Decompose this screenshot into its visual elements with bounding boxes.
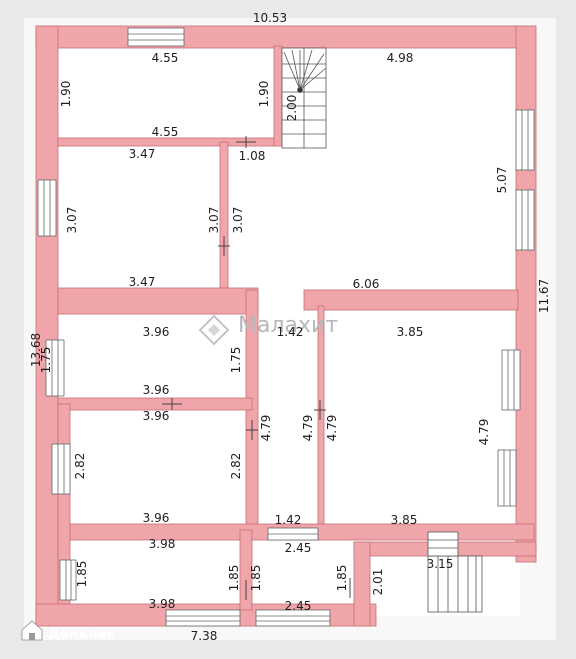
- window-top: [127, 27, 185, 47]
- dim-room7-top: 2.45: [285, 541, 312, 555]
- dim-room4-right: 2.82: [229, 453, 243, 480]
- windows: [37, 27, 535, 627]
- wall-outer-right: [515, 25, 537, 563]
- watermark-text: Малахит: [238, 313, 338, 338]
- dim-room7-right: 1.85: [335, 565, 349, 592]
- dim-room6-right-a: 1.85: [227, 565, 241, 592]
- dim-room6-bottom: 3.98: [149, 597, 176, 611]
- window-right-lower1: [501, 349, 521, 411]
- dim-room2-top: 3.47: [129, 147, 156, 161]
- window-inner-bottom: [267, 527, 319, 541]
- dim-hall-top: 4.98: [387, 51, 414, 65]
- window-left-bottom: [59, 559, 77, 601]
- staircase-porch: [427, 531, 483, 613]
- dim-room1-right: 1.90: [257, 81, 271, 108]
- window-right-lower2: [497, 449, 517, 507]
- dim-room2-left: 3.07: [65, 207, 79, 234]
- logo-text: Домклик: [48, 627, 116, 642]
- dim-left-height: 13.68: [29, 333, 43, 367]
- wall-mid-right: [303, 289, 519, 311]
- dim-room4-top: 3.96: [143, 409, 170, 423]
- dim-room5-bottom: 3.85: [391, 513, 418, 527]
- dim-room2-right-b: 3.07: [231, 207, 245, 234]
- dim-small-108: 1.08: [239, 149, 266, 163]
- dim-room4-bottom: 3.96: [143, 511, 170, 525]
- wall-mid-left: [57, 287, 259, 315]
- window-bottom-left: [165, 609, 241, 627]
- window-right-mid: [515, 189, 535, 251]
- dim-room1-top: 4.55: [152, 51, 179, 65]
- staircase-upper: [281, 47, 327, 149]
- wall-room6-right: [239, 529, 253, 611]
- dimension-labels: 10.53 7.38 13.68 11.67 4.55 4.55 1.90 1.…: [29, 11, 551, 643]
- dim-room1-left: 1.90: [59, 81, 73, 108]
- wall-room1-right: [273, 45, 283, 147]
- dim-porch-left: 2.01: [371, 569, 385, 596]
- dim-room2-right-a: 3.07: [207, 207, 221, 234]
- watermark: Малахит: [198, 313, 338, 346]
- window-left-mid: [45, 339, 65, 397]
- dim-stair: 2.00: [285, 95, 299, 122]
- dim-porch-top: 3.15: [427, 557, 454, 571]
- dim-corridor-left: 4.79: [301, 415, 315, 442]
- house-icon: [21, 620, 43, 641]
- dim-room6-left: 1.85: [75, 561, 89, 588]
- wall-outer-top: [35, 25, 525, 49]
- window-left-upper: [37, 179, 57, 237]
- dim-room3-top: 3.96: [143, 325, 170, 339]
- dim-room5-top: 3.85: [397, 325, 424, 339]
- dim-room4-right-corr: 4.79: [259, 415, 273, 442]
- window-left-lower: [51, 443, 71, 495]
- window-right-upper: [515, 109, 535, 171]
- dim-room3-bottom: 3.96: [143, 383, 170, 397]
- dim-bottom-width: 7.38: [191, 629, 218, 643]
- wall-porch-side: [353, 541, 371, 627]
- dim-room1-bottom: 4.55: [152, 125, 179, 139]
- dim-room2-bottom: 3.47: [129, 275, 156, 289]
- wall-outer-left: [35, 25, 59, 625]
- dim-corridor-right: 4.79: [325, 415, 339, 442]
- dim-room3-right: 1.75: [229, 347, 243, 374]
- window-bottom-right: [255, 609, 331, 627]
- dim-top-width: 10.53: [253, 11, 287, 25]
- dim-hall-bottom: 6.06: [353, 277, 380, 291]
- wall-corridor-right: [317, 305, 325, 531]
- doors: [162, 136, 351, 600]
- dim-room3-left: 1.75: [39, 347, 53, 374]
- dim-hall-right: 5.07: [495, 167, 509, 194]
- dim-right-height: 11.67: [537, 279, 551, 313]
- dim-room6-right-b: 1.85: [249, 565, 263, 592]
- stair-arrow-dot: [297, 87, 303, 93]
- dim-room4-left: 2.82: [73, 453, 87, 480]
- wall-room2-right: [219, 141, 229, 295]
- dim-room6-top: 3.98: [149, 537, 176, 551]
- dim-room5-right: 4.79: [477, 419, 491, 446]
- domclick-logo: Домклик: [21, 620, 116, 642]
- dim-corridor-top: 1.42: [277, 325, 304, 339]
- dim-corridor-bottom: 1.42: [275, 513, 302, 527]
- dim-room7-bottom: 2.45: [285, 599, 312, 613]
